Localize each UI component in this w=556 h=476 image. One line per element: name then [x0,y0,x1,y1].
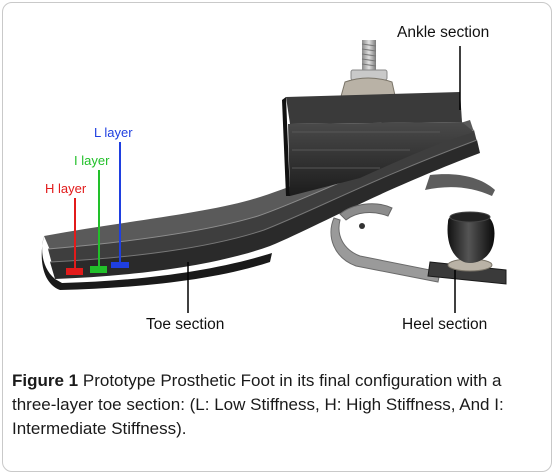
ankle-section-label: Ankle section [397,24,490,41]
ankle-bolt [339,40,397,101]
h-layer-label: H layer [45,181,87,196]
i-layer-marker [90,266,107,273]
l-layer-label: L layer [94,125,133,140]
ankle-block [282,92,474,196]
heel-section-label: Heel section [402,316,488,333]
figure-caption-label: Figure 1 [12,371,79,390]
h-layer-marker [66,268,83,275]
l-layer-marker [111,262,129,268]
toe-section-label: Toe section [146,316,225,333]
heel-bracket [330,203,441,283]
i-layer-label: I layer [74,153,110,168]
figure-caption-text: Prototype Prosthetic Foot in its final c… [12,371,504,438]
heel-section [427,211,507,285]
figure-caption: Figure 1 Prototype Prosthetic Foot in it… [12,369,542,441]
